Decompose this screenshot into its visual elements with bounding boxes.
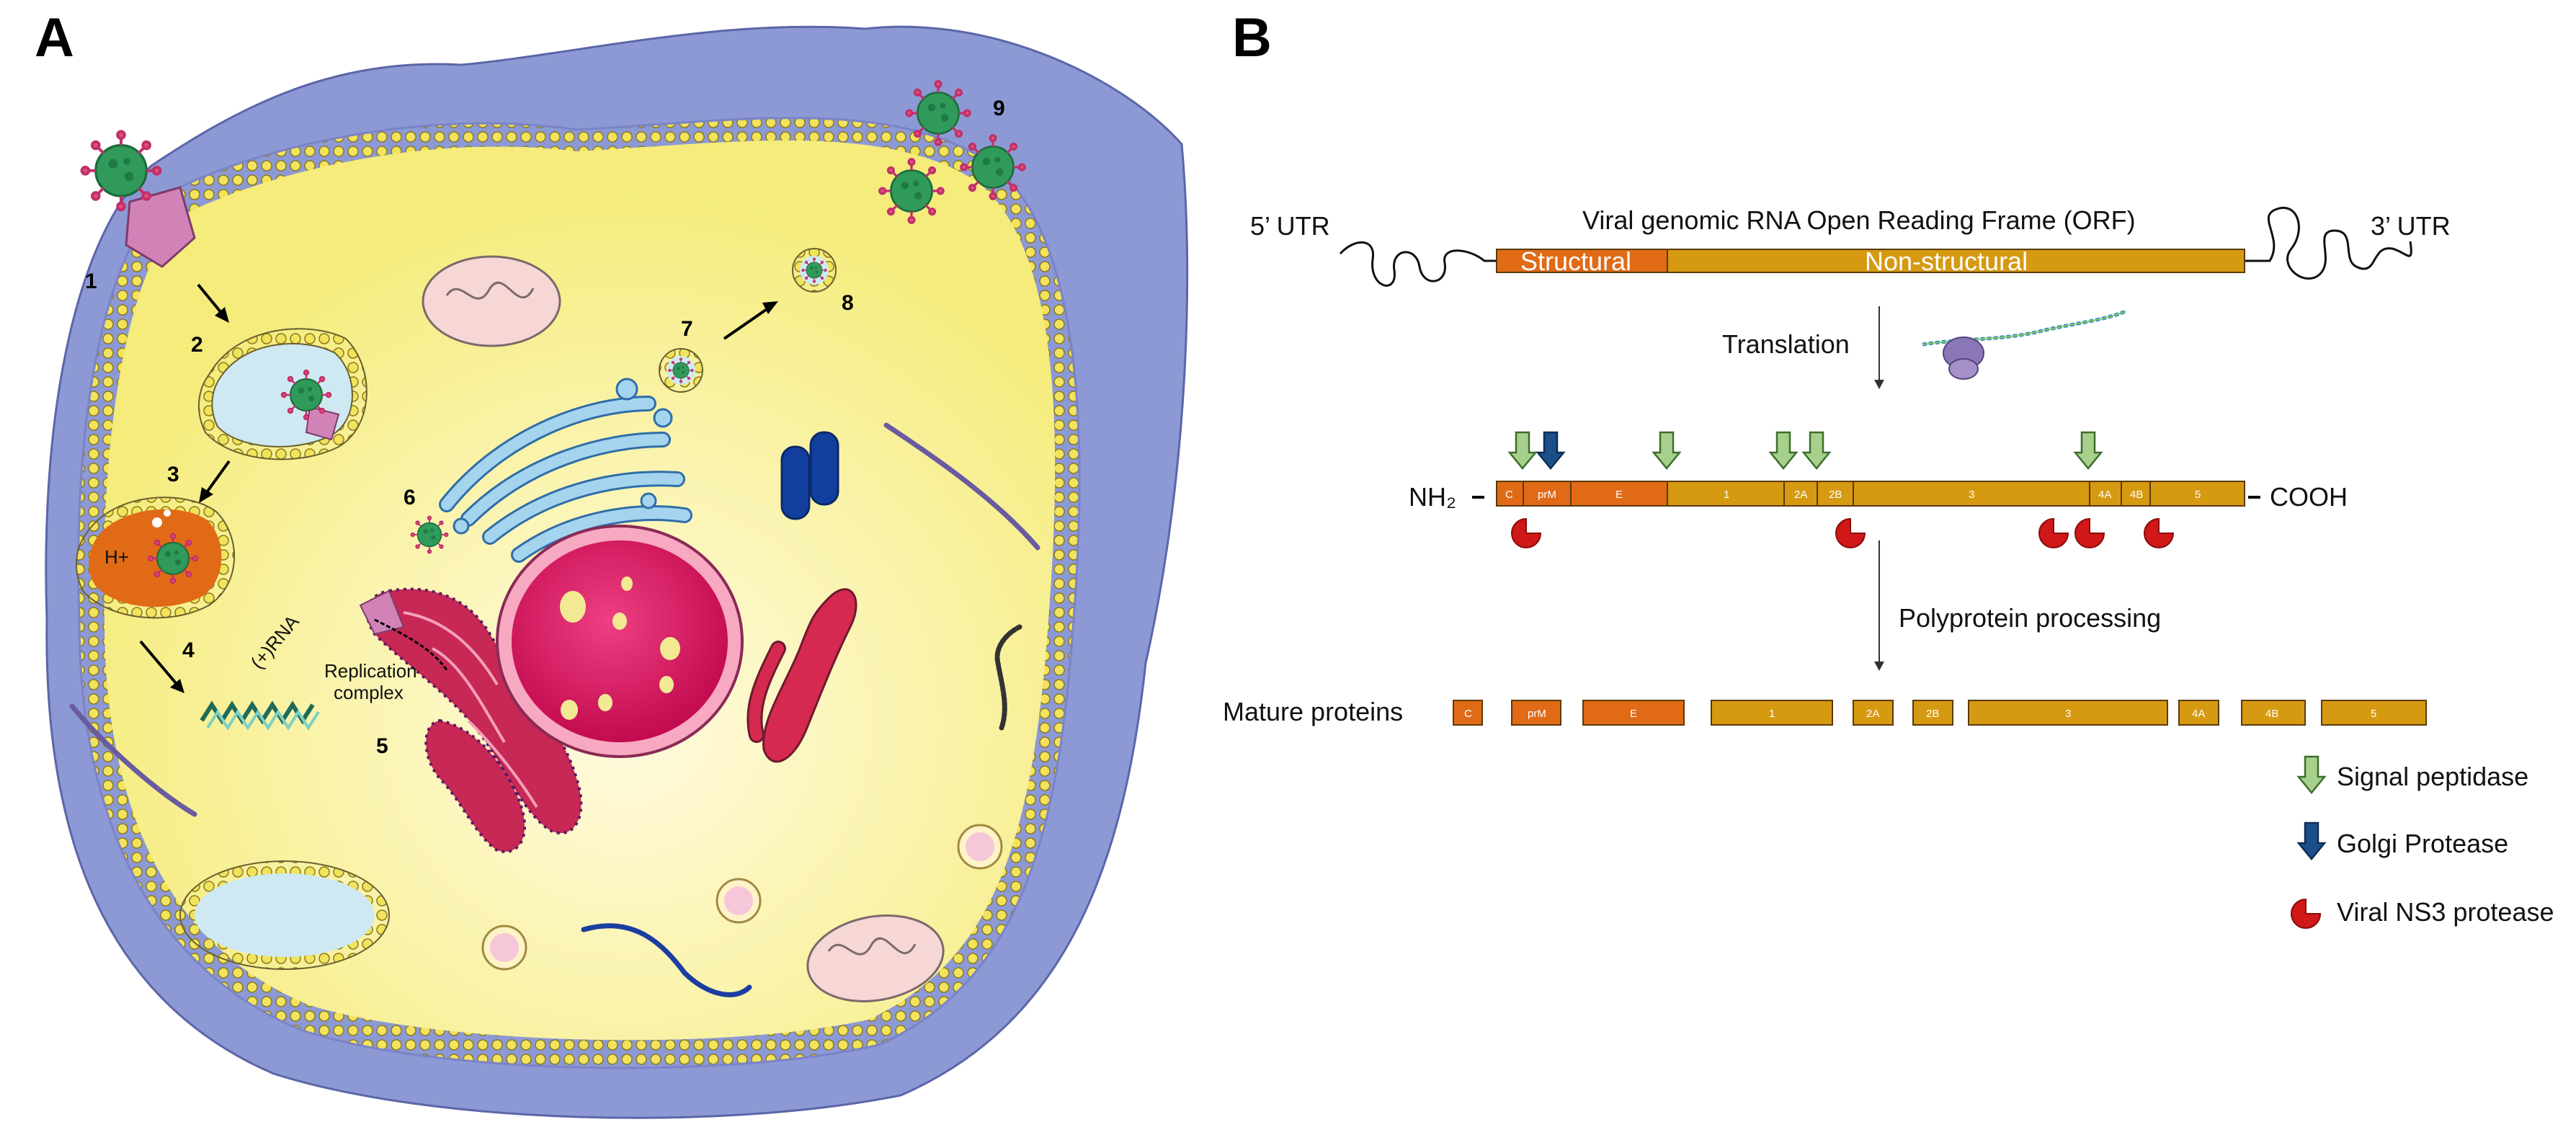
golgi-virus	[410, 515, 449, 554]
step-8-label: 8	[842, 291, 854, 315]
mature-proteins-label: Mature proteins	[1223, 697, 1403, 726]
ns3-protease-mark-4a	[2074, 518, 2105, 548]
mature-proteins: C prM E 1 2A 2B 3 4A 4B 5	[1453, 700, 2427, 726]
mitochondrion-bottom	[806, 914, 945, 1002]
signal-peptidase-arrow-4a	[2074, 431, 2103, 470]
ns3-protease-mark-4b	[2144, 518, 2174, 548]
svg-text:prM: prM	[1538, 489, 1556, 501]
step-7-label: 7	[681, 317, 693, 341]
orf-structural-bar	[1496, 249, 1668, 273]
nh2-label: NH₂	[1409, 482, 1456, 512]
replication-label-1: Replication	[324, 660, 417, 682]
utr3-squiggle	[2245, 206, 2412, 280]
svg-text:4A: 4A	[2192, 708, 2205, 720]
svg-text:2A: 2A	[1794, 489, 1807, 501]
nonstructural-label: Non-structural	[1865, 246, 2028, 276]
cooh-label: COOH	[2270, 482, 2348, 512]
svg-text:5: 5	[2195, 489, 2201, 501]
golgi-protease-arrow	[1536, 431, 1565, 470]
svg-text:4B: 4B	[2130, 489, 2143, 501]
secretory-vesicle-7	[659, 348, 703, 393]
signal-peptidase-arrow-e	[1652, 431, 1681, 470]
utr5-label: 5’ UTR	[1250, 211, 1330, 241]
mitochondrion-top	[422, 255, 561, 347]
step-6-label: 6	[404, 486, 416, 509]
endoplasmic-reticulum-right	[746, 588, 857, 763]
step-4-label: 4	[182, 638, 195, 662]
svg-text:1: 1	[1769, 708, 1775, 720]
polyprotein: C prM E 1 2A 2B 3 4A 4B 5	[1496, 481, 2245, 507]
acidified-endosome	[75, 496, 236, 619]
step-1-label: 1	[85, 270, 97, 293]
svg-text:E: E	[1615, 489, 1623, 501]
orf-nonstructural-bar	[1667, 249, 2245, 273]
signal-peptidase-arrow-c	[1508, 431, 1537, 470]
step-2-label: 2	[191, 333, 203, 357]
step-5-label: 5	[376, 734, 388, 758]
svg-text:4B: 4B	[2265, 708, 2278, 720]
legend-golgi-protease: Golgi Protease	[2337, 829, 2508, 858]
ribosome-icon	[1922, 309, 2126, 380]
svg-text:3: 3	[1969, 489, 1974, 501]
ns3-protease-mark-c	[1511, 518, 1541, 548]
svg-text:4A: 4A	[2098, 489, 2111, 501]
panel-b: B Viral genomic RNA Open Reading Frame (…	[1223, 7, 2554, 929]
secretory-vesicle-8	[792, 248, 837, 293]
panel-b-letter: B	[1232, 7, 1272, 68]
h-plus-label: H+	[104, 546, 129, 568]
structural-label: Structural	[1520, 246, 1631, 276]
ns3-protease-mark-2b	[1835, 518, 1866, 548]
cytoskeleton	[69, 422, 1040, 997]
golgi-apparatus	[439, 378, 692, 563]
svg-text:2A: 2A	[1866, 708, 1879, 720]
small-vesicles	[481, 824, 1003, 971]
svg-text:C: C	[1505, 489, 1513, 501]
legend-golgi-protease-icon	[2297, 821, 2326, 860]
centrioles	[780, 431, 839, 520]
legend-signal-peptidase: Signal peptidase	[2337, 762, 2528, 791]
panel-a-letter: A	[35, 7, 74, 68]
signal-peptidase-arrow-1	[1769, 431, 1798, 470]
signal-peptidase-arrow-2a	[1802, 431, 1831, 470]
rna-strand	[200, 700, 320, 731]
svg-text:2B: 2B	[1926, 708, 1939, 720]
svg-text:C: C	[1464, 708, 1472, 720]
step-3-label: 3	[167, 463, 179, 486]
translation-label: Translation	[1722, 329, 1850, 359]
endoplasmic-reticulum	[359, 587, 583, 853]
svg-text:2B: 2B	[1829, 489, 1842, 501]
legend: Signal peptidase Golgi Protease Viral NS…	[2291, 755, 2554, 929]
utr3-label: 3’ UTR	[2371, 211, 2451, 241]
svg-text:5: 5	[2371, 708, 2376, 720]
panel-a: A 1 2 3	[35, 7, 1189, 1119]
svg-text:prM: prM	[1528, 708, 1546, 720]
svg-text:3: 3	[2065, 708, 2071, 720]
endosome	[197, 328, 367, 460]
virus-attachment	[82, 131, 196, 268]
legend-signal-peptidase-icon	[2297, 755, 2326, 794]
svg-text:E: E	[1630, 708, 1637, 720]
legend-ns3-protease: Viral NS3 protease	[2337, 897, 2554, 927]
vesicle-lower-left	[179, 860, 390, 970]
ns3-protease-mark-3	[2038, 518, 2069, 548]
replication-label-2: complex	[334, 682, 404, 703]
legend-ns3-protease-icon	[2291, 899, 2321, 929]
nucleus	[496, 525, 744, 758]
polyprotein-processing-label: Polyprotein processing	[1899, 603, 2161, 633]
orf-title: Viral genomic RNA Open Reading Frame (OR…	[1582, 205, 2136, 235]
svg-text:1: 1	[1724, 489, 1729, 501]
utr5-squiggle	[1339, 241, 1497, 287]
step-9-label: 9	[993, 97, 1005, 120]
